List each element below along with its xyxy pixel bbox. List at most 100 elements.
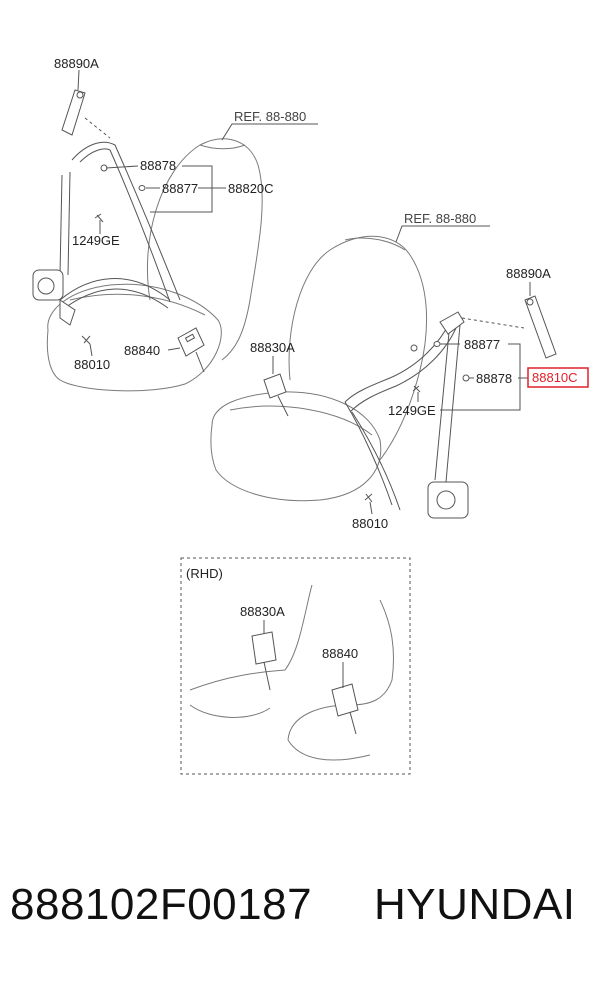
right-anchor-dash — [461, 317, 525, 329]
label-88830a-rhd: 88830A — [240, 604, 285, 619]
label-ref-right: REF. 88-880 — [404, 211, 476, 226]
label-88830a-right: 88830A — [250, 340, 295, 355]
right-buckle — [263, 373, 289, 417]
rhd-buckle-a-body — [251, 631, 277, 665]
rhd-seat-b-lower — [287, 739, 371, 761]
left-retractor-plate — [59, 299, 76, 326]
rhd-seat-b-outline — [287, 599, 394, 741]
right-small-parts — [364, 341, 470, 503]
leader-88840-left — [167, 347, 181, 351]
left-belt-webbing — [59, 141, 181, 311]
rhd-leaders — [263, 620, 344, 688]
left-belt-lap-inner — [61, 288, 169, 311]
left-buckle-slot — [184, 333, 196, 343]
label-88810c: 88810C — [532, 370, 578, 385]
footer: 888102F00187 HYUNDAI — [0, 880, 600, 940]
left-belt-vertical — [59, 171, 71, 276]
right-bolt-88878 — [462, 374, 470, 382]
label-rhd-title: (RHD) — [186, 566, 223, 581]
left-retractor — [32, 269, 76, 326]
label-1249ge-left: 1249GE — [72, 233, 120, 248]
rhd-seat-a-outline — [189, 584, 313, 691]
left-upper-anchor — [61, 89, 86, 136]
label-88878-left: 88878 — [140, 158, 176, 173]
right-bolt-top — [410, 344, 418, 352]
highlight-box-88810c — [527, 367, 589, 388]
right-cap-88877 — [433, 341, 441, 347]
left-belt-shoulder-inner — [79, 148, 171, 303]
leader-88010-right — [369, 501, 373, 515]
right-anchor-bolt — [526, 298, 534, 306]
right-retractor-spool — [436, 490, 456, 510]
label-88878-right: 88878 — [476, 371, 512, 386]
right-belt-lap — [344, 401, 393, 506]
rhd-inset-seats — [189, 584, 394, 761]
brand-name: HYUNDAI — [374, 880, 576, 929]
ref-left-leader — [221, 123, 318, 141]
right-seat-cushion-line — [229, 405, 373, 436]
label-88840-rhd: 88840 — [322, 646, 358, 661]
right-seat-cushion-outline — [210, 391, 382, 502]
label-88010-left: 88010 — [74, 357, 110, 372]
label-88877-right: 88877 — [464, 337, 500, 352]
right-guide-loop — [439, 311, 465, 335]
rhd-buckle-b-body — [331, 683, 359, 717]
left-anchor-bolt — [76, 91, 84, 99]
left-leaders — [89, 165, 226, 357]
left-seat-cushion-line — [69, 293, 206, 316]
left-seat-back-side — [199, 144, 246, 150]
ref-lines — [221, 123, 490, 243]
left-seat-back-outline — [147, 138, 263, 361]
left-bolt-88010 — [81, 335, 91, 345]
label-1249ge-right: 1249GE — [388, 403, 436, 418]
right-anchor-bracket — [524, 295, 557, 359]
label-ref-left: REF. 88-880 — [234, 109, 306, 124]
left-belt-shoulder — [71, 141, 181, 301]
right-belt-shoulder — [344, 321, 451, 403]
rhd-inset-frame — [180, 557, 411, 775]
part-number: 888102F00187 — [10, 880, 313, 929]
right-seat-back-top — [344, 237, 406, 251]
rhd-buckle-b-stalk — [349, 711, 357, 735]
left-seat-cushion-outline — [46, 283, 222, 392]
right-buckle-body — [263, 373, 287, 399]
left-belt-lap — [59, 278, 171, 301]
right-belt-shoulder-inner — [349, 327, 457, 413]
right-leaders — [369, 343, 528, 515]
rhd-seat-a-lower — [189, 704, 271, 718]
label-88820c: 88820C — [228, 181, 274, 196]
right-bolt-1249ge — [412, 385, 421, 393]
right-upper-guide — [439, 311, 465, 335]
label-88890a-right: 88890A — [506, 266, 551, 281]
right-upper-anchor — [524, 295, 557, 359]
leader-88820c-bracket — [150, 165, 226, 213]
leader-88010-left — [89, 343, 93, 357]
left-cap-88877 — [138, 185, 146, 191]
label-88890a-left: 88890A — [54, 56, 99, 71]
ref-right-leader — [395, 225, 490, 243]
left-buckle-body — [177, 327, 205, 357]
left-anchor-leader — [77, 69, 80, 91]
seat-belt-diagram: 88890A REF. 88-880 88878 88877 88820C 12… — [32, 56, 589, 775]
left-bolt-1249ge — [94, 213, 104, 223]
rhd-buckle-b — [331, 683, 359, 735]
left-buckle — [177, 327, 205, 373]
label-88840-left: 88840 — [124, 343, 160, 358]
right-belt-vertical — [434, 321, 461, 483]
right-buckle-stalk — [277, 395, 289, 417]
right-belt-webbing — [344, 321, 461, 511]
label-88877-left: 88877 — [162, 181, 198, 196]
left-retractor-spool — [37, 277, 55, 295]
left-anchor-dash — [84, 117, 111, 139]
right-bolt-88010 — [364, 493, 373, 503]
rhd-buckle-a — [251, 631, 277, 691]
rhd-buckle-a-stalk — [263, 661, 271, 691]
right-retractor — [427, 481, 469, 519]
label-88010-right: 88010 — [352, 516, 388, 531]
right-seat-group — [210, 235, 428, 502]
left-buckle-stalk — [195, 351, 205, 373]
left-anchor-bracket — [61, 89, 86, 136]
leader-88810c-bracket — [440, 343, 528, 411]
right-seat-back-outline — [288, 235, 428, 461]
leader-88878-left — [105, 165, 139, 169]
